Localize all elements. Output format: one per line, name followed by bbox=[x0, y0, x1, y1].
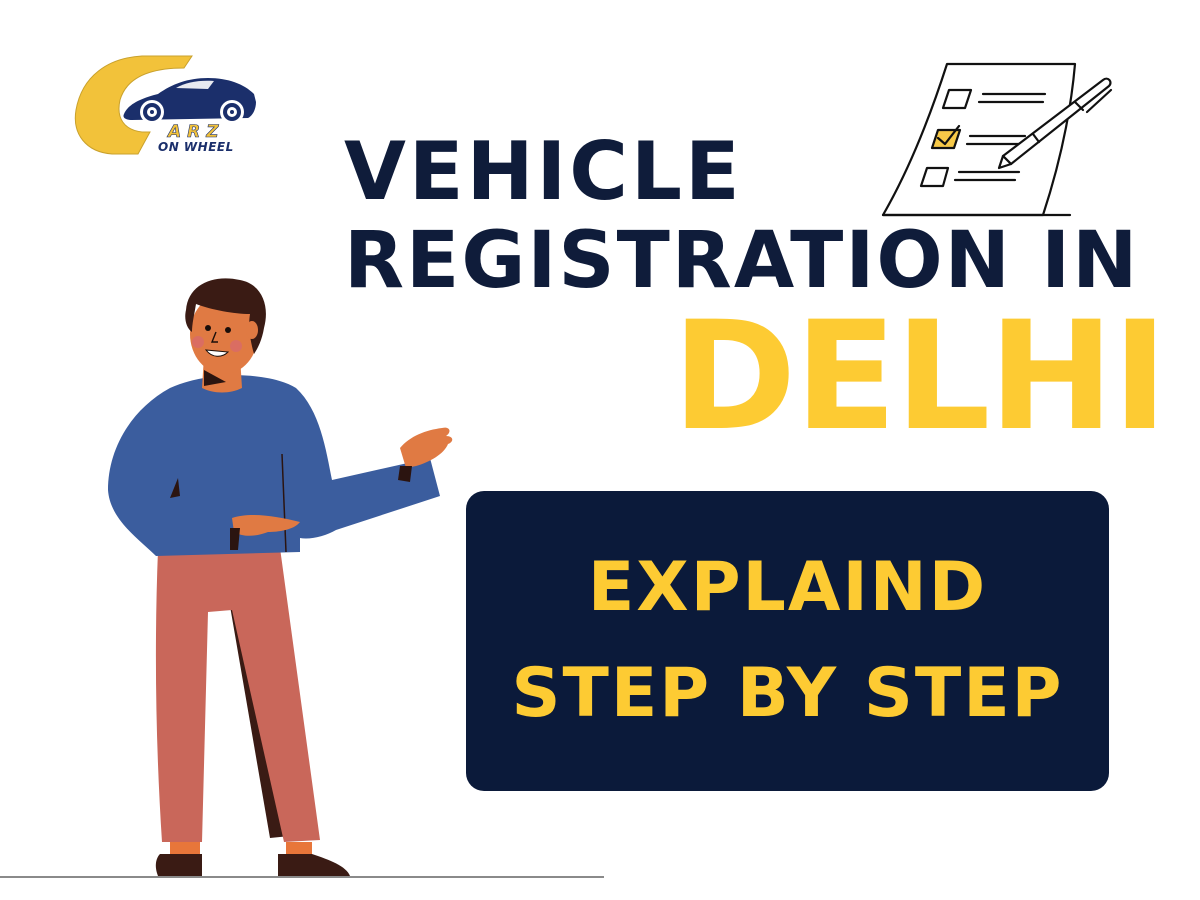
checklist-with-pen-icon bbox=[875, 50, 1120, 225]
banner-line-1: EXPLAIND bbox=[587, 548, 988, 627]
logo-brand-text: ARZ bbox=[168, 122, 225, 143]
logo-graphic bbox=[74, 55, 256, 155]
explained-step-by-step-banner: EXPLAIND STEP BY STEP bbox=[466, 491, 1109, 791]
presenting-man-illustration bbox=[100, 270, 460, 880]
headline-line-1: VEHICLE bbox=[344, 125, 743, 218]
headline-line-2: REGISTRATION IN bbox=[344, 216, 1140, 306]
logo-tagline: ON WHEEL bbox=[158, 140, 234, 154]
banner-line-2: STEP BY STEP bbox=[511, 654, 1064, 733]
headline-highlight-city: DELHI bbox=[672, 290, 1168, 464]
carz-on-wheel-logo: ARZ ON WHEEL bbox=[72, 54, 262, 158]
ground-line bbox=[0, 876, 604, 878]
